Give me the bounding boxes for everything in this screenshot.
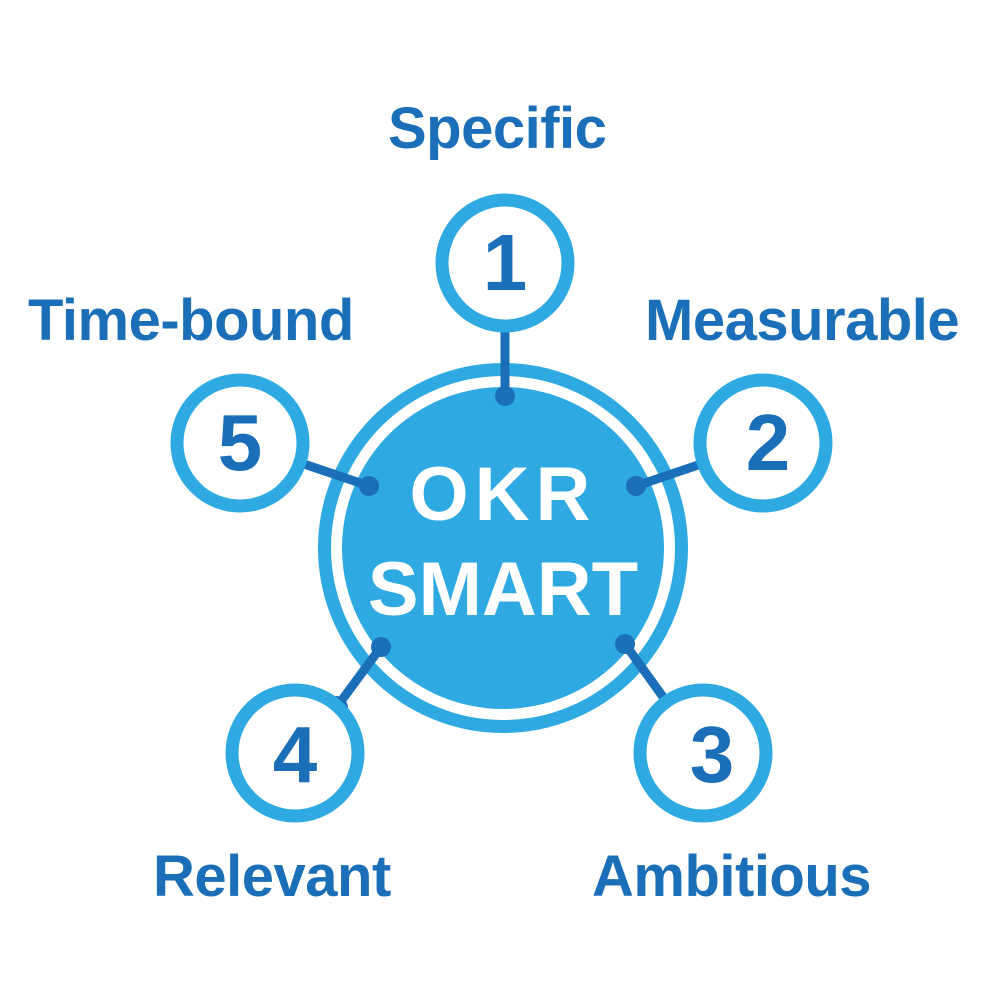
node-ring-2 xyxy=(693,373,833,513)
node-number-2: 2 xyxy=(746,398,791,487)
connector-line-4 xyxy=(331,642,386,713)
node-ring-4 xyxy=(225,683,365,823)
label-time-bound: Time-bound xyxy=(28,288,354,353)
node-4: 4 xyxy=(225,683,365,823)
node-2: 2 xyxy=(693,373,833,513)
label-specific: Specific xyxy=(388,96,607,161)
node-number-1: 1 xyxy=(483,218,528,307)
center-hub: OKR SMART xyxy=(318,363,688,733)
node-3: 3 xyxy=(633,683,773,823)
node-ring-3 xyxy=(633,683,773,823)
node-5: 5 xyxy=(170,373,310,513)
connector-dot-inner-4 xyxy=(371,637,391,657)
label-measurable: Measurable xyxy=(645,288,960,353)
node-1: 1 xyxy=(435,193,575,333)
connector-dot-inner-3 xyxy=(615,634,635,654)
center-title-smart: SMART xyxy=(368,547,638,632)
connector-dot-inner-5 xyxy=(359,476,379,496)
label-ambitious: Ambitious xyxy=(592,844,872,909)
node-number-3: 3 xyxy=(690,710,735,799)
connector-dot-inner-1 xyxy=(495,386,515,406)
center-title-okr: OKR xyxy=(410,452,597,537)
connector-dot-inner-2 xyxy=(626,476,646,496)
center-disc xyxy=(342,387,664,709)
node-number-5: 5 xyxy=(218,398,263,487)
node-ring-5 xyxy=(170,373,310,513)
node-ring-1 xyxy=(435,193,575,333)
label-relevant: Relevant xyxy=(153,844,391,909)
node-number-4: 4 xyxy=(273,710,318,799)
